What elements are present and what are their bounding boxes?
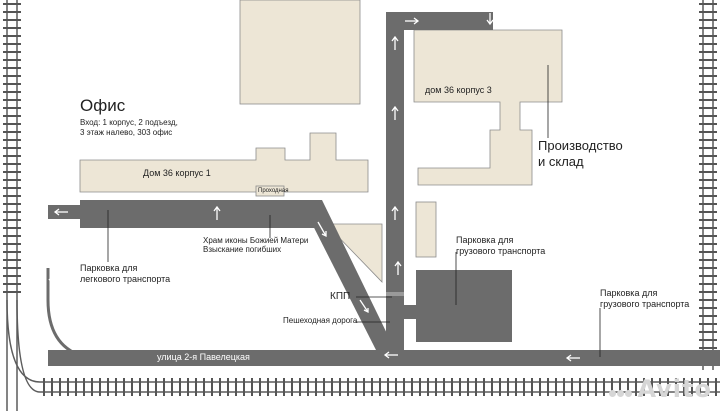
road-diagonal [300, 200, 395, 350]
parking-trucks [416, 270, 512, 342]
parking-trucks-right-line-2: грузового транспорта [600, 299, 690, 309]
parking-trucks-center-line-1: Парковка для [456, 235, 514, 245]
direction-arrow-icon [565, 354, 580, 362]
parking-trucks-center-line-2: грузового транспорта [456, 246, 546, 256]
road-top [393, 12, 493, 30]
checkpoint-label: КПП [330, 291, 351, 302]
building-house-1 [79, 132, 369, 193]
direction-arrow-icon [391, 105, 399, 120]
direction-arrows [48, 13, 580, 362]
railway-right [699, 0, 717, 370]
production-line-2: и склад [538, 154, 584, 169]
direction-arrow-icon [405, 17, 420, 25]
street-label: улица 2-я Павелецкая [157, 352, 250, 362]
house-3-label: дом 36 корпус 3 [425, 85, 492, 95]
house-1-label: Дом 36 корпус 1 [143, 168, 211, 178]
pedestrian-road-label: Пешеходная дорога [283, 316, 358, 325]
parking-cars-line-2: легкового транспорта [80, 274, 171, 284]
parking-cars-line-1: Парковка для [80, 263, 138, 273]
building-top-center [239, 0, 361, 105]
railway-left [3, 0, 21, 411]
direction-arrow-icon [213, 205, 221, 220]
railway-curve [6, 268, 83, 393]
direction-arrow-icon [383, 351, 398, 359]
direction-arrow-icon [53, 208, 68, 216]
avito-logo-icon [609, 375, 633, 403]
road-street [48, 350, 720, 366]
office-title: Офис [80, 96, 126, 115]
watermark: Avito [609, 375, 712, 403]
road-vertical-east [386, 12, 404, 366]
building-small-east [415, 201, 437, 258]
office-entry-line-2: 3 этаж налево, 303 офис [80, 128, 173, 137]
watermark-text: Avito [637, 375, 712, 403]
direction-arrow-icon [391, 35, 399, 50]
passage-box [255, 185, 285, 197]
railway-bottom [40, 378, 720, 396]
direction-arrow-icon [359, 299, 369, 314]
office-entry-line-1: Вход: 1 корпус, 2 подъезд, [80, 118, 178, 127]
church-line-1: Храм иконы Божией Матери [203, 236, 309, 245]
church-line-2: Взыскание погибших [203, 245, 282, 254]
roads [48, 12, 720, 366]
direction-arrow-icon [394, 260, 402, 275]
parking-cars [80, 200, 320, 228]
callout-lines [107, 65, 601, 357]
production-line-1: Производство [538, 138, 623, 153]
passage-label: Проходная [258, 188, 289, 194]
direction-arrow-icon [317, 221, 327, 238]
direction-arrow-icon [48, 270, 56, 285]
direction-arrow-icon [391, 205, 399, 220]
buildings [79, 0, 563, 283]
kpp-gate [386, 292, 404, 296]
parking-trucks-right-line-1: Парковка для [600, 288, 658, 298]
road-kpp-link [386, 305, 416, 319]
direction-arrow-icon [486, 13, 494, 26]
